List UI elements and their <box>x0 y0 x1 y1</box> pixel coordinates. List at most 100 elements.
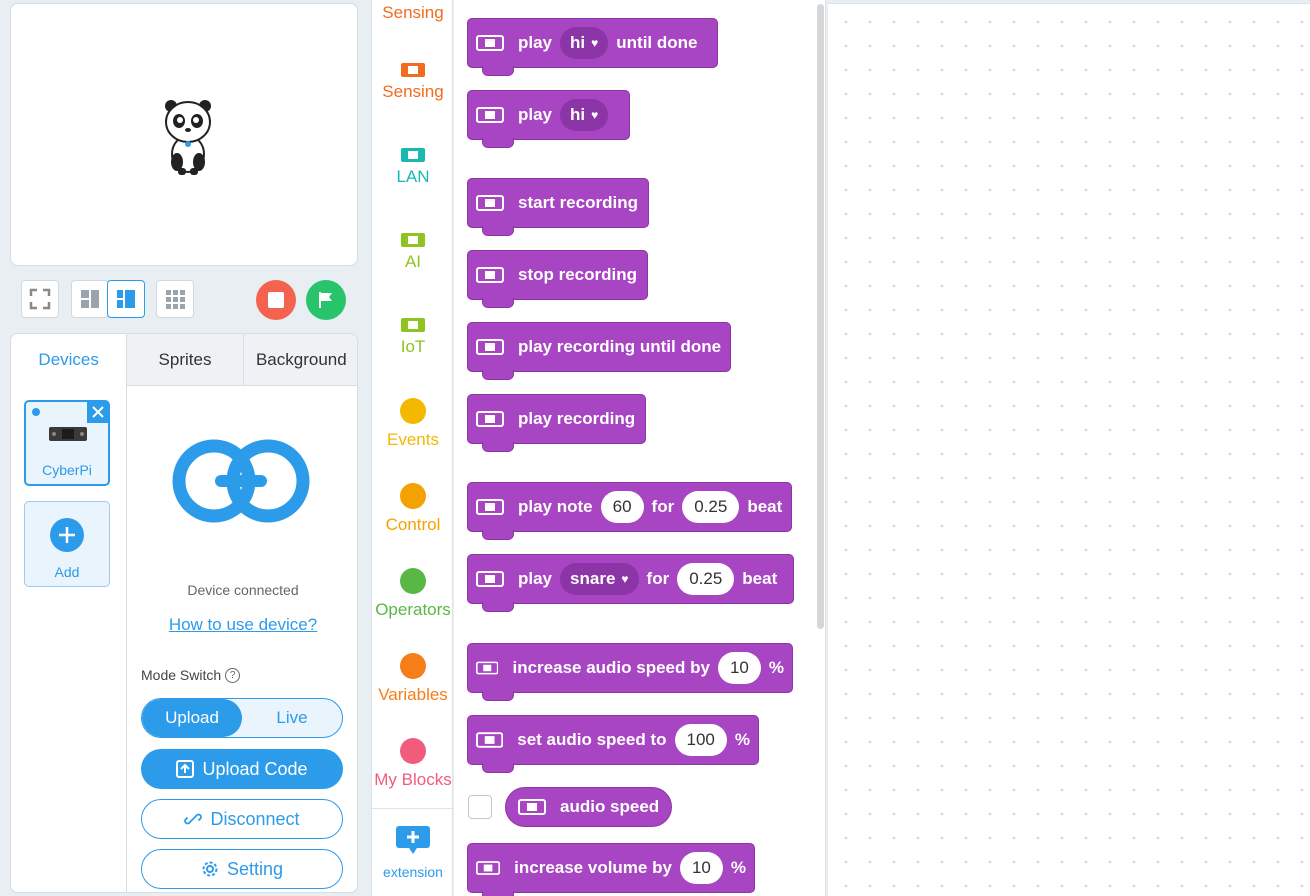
stop-button[interactable] <box>256 280 296 320</box>
block-text: for <box>646 569 670 588</box>
category-label: Sensing <box>382 3 444 22</box>
palette-scrollbar[interactable] <box>817 4 824 629</box>
reporter-audio-speed[interactable]: audio speed <box>505 787 673 827</box>
drum-dropdown[interactable]: snare♥ <box>560 563 639 595</box>
small-layout-icon <box>81 290 99 308</box>
block-play-drum[interactable]: play snare♥ for 0.25 beat <box>467 554 794 612</box>
fullscreen-button[interactable] <box>21 280 59 318</box>
block-play-recording[interactable]: play recording <box>467 394 646 452</box>
block-play-recording-until-done[interactable]: play recording until done <box>467 322 731 380</box>
device-icon <box>401 63 425 77</box>
help-icon[interactable]: ? <box>225 667 241 683</box>
heart-icon: ♥ <box>591 108 599 122</box>
how-to-use-link[interactable]: How to use device? <box>168 615 318 634</box>
note-input[interactable]: 60 <box>600 491 644 523</box>
setting-button[interactable]: Setting <box>141 849 343 889</box>
category-variables[interactable]: Variables <box>372 653 454 705</box>
panda-sprite[interactable] <box>161 96 215 176</box>
block-text: play <box>518 105 553 124</box>
panel-tabs: Devices Sprites Background <box>11 334 357 386</box>
category-label: Variables <box>378 685 448 704</box>
add-device-button[interactable]: Add <box>24 501 110 587</box>
block-text: play recording until done <box>518 337 722 356</box>
upload-icon <box>176 760 195 778</box>
disconnect-button[interactable]: Disconnect <box>141 799 343 839</box>
large-layout-icon <box>117 290 135 308</box>
link-icon <box>172 439 310 523</box>
speed-input[interactable]: 10 <box>717 652 761 684</box>
category-label: IoT <box>400 337 426 356</box>
block-increase-audio-speed[interactable]: increase audio speed by 10 % <box>467 643 793 701</box>
block-text: until done <box>616 33 698 52</box>
active-dot <box>32 408 40 416</box>
beat-input[interactable]: 0.25 <box>682 491 740 523</box>
block-text: beat <box>747 497 783 516</box>
block-play-note[interactable]: play note 60 for 0.25 beat <box>467 482 792 540</box>
variables-circle-icon <box>400 653 426 679</box>
tab-devices[interactable]: Devices <box>11 334 127 386</box>
mode-upload[interactable]: Upload <box>142 699 242 737</box>
mode-switch-label: Mode Switch ? <box>141 667 241 683</box>
category-label: AI <box>404 252 422 271</box>
cyberpi-block-icon <box>476 195 504 211</box>
unlink-icon <box>184 813 203 825</box>
tab-background[interactable]: Background <box>242 334 357 386</box>
sound-dropdown[interactable]: hi♥ <box>560 27 609 59</box>
block-text: start recording <box>518 193 638 212</box>
mode-switch-text: Mode Switch <box>141 667 222 683</box>
category-my-blocks[interactable]: My Blocks <box>372 738 454 790</box>
remove-device-button[interactable] <box>87 401 109 423</box>
block-increase-volume[interactable]: increase volume by 10 % <box>467 843 755 896</box>
block-play[interactable]: play hi ♥ <box>467 90 630 148</box>
block-text: stop recording <box>518 265 638 284</box>
category-sensing-top[interactable]: Sensing <box>372 3 454 23</box>
grid-view-button[interactable] <box>156 280 194 318</box>
stage-canvas[interactable] <box>10 3 358 266</box>
upload-code-button[interactable]: Upload Code <box>141 749 343 789</box>
block-play-until-done[interactable]: play hi♥ until done <box>467 18 718 76</box>
category-control[interactable]: Control <box>372 483 454 535</box>
extension-button[interactable]: extension <box>372 808 454 896</box>
speed-input[interactable]: 100 <box>674 724 727 756</box>
category-sensing[interactable]: Sensing <box>372 62 454 102</box>
upload-code-label: Upload Code <box>202 758 308 779</box>
tab-sprites[interactable]: Sprites <box>126 334 243 386</box>
disconnect-label: Disconnect <box>210 808 300 829</box>
device-list: CyberPi Add <box>11 386 127 892</box>
dropdown-value: hi <box>570 105 586 124</box>
block-start-recording[interactable]: start recording <box>467 178 649 236</box>
audio-speed-checkbox[interactable] <box>468 795 492 819</box>
device-card-cyberpi[interactable]: CyberPi <box>24 400 110 486</box>
mode-live[interactable]: Live <box>276 708 308 727</box>
category-label: Sensing <box>382 82 444 101</box>
category-events[interactable]: Events <box>372 398 454 450</box>
device-icon <box>401 318 425 332</box>
category-lan[interactable]: LAN <box>372 147 454 187</box>
block-set-audio-speed[interactable]: set audio speed to 100 % <box>467 715 759 773</box>
block-text: beat <box>742 569 778 588</box>
beat-input[interactable]: 0.25 <box>677 563 735 595</box>
category-operators[interactable]: Operators <box>372 568 454 620</box>
cyberpi-block-icon <box>476 35 504 51</box>
category-ai[interactable]: AI <box>372 232 454 272</box>
block-text: play <box>518 569 553 588</box>
block-text: % <box>734 730 750 749</box>
category-label: Operators <box>375 600 451 619</box>
category-label: LAN <box>396 167 430 186</box>
close-icon <box>92 406 104 418</box>
large-stage-button[interactable] <box>107 280 145 318</box>
block-text: play <box>518 33 553 52</box>
device-label: CyberPi <box>42 462 92 478</box>
sound-dropdown[interactable]: hi ♥ <box>560 99 609 131</box>
script-workspace[interactable] <box>828 3 1310 896</box>
cyberpi-block-icon <box>476 107 504 123</box>
extension-label: extension <box>383 864 443 880</box>
dropdown-value: hi <box>570 33 586 52</box>
green-flag-button[interactable] <box>306 280 346 320</box>
category-iot[interactable]: IoT <box>372 317 454 357</box>
volume-input[interactable]: 10 <box>679 852 723 884</box>
small-stage-button[interactable] <box>71 280 109 318</box>
device-icon <box>401 233 425 247</box>
grid-icon <box>166 290 185 309</box>
block-stop-recording[interactable]: stop recording <box>467 250 648 308</box>
